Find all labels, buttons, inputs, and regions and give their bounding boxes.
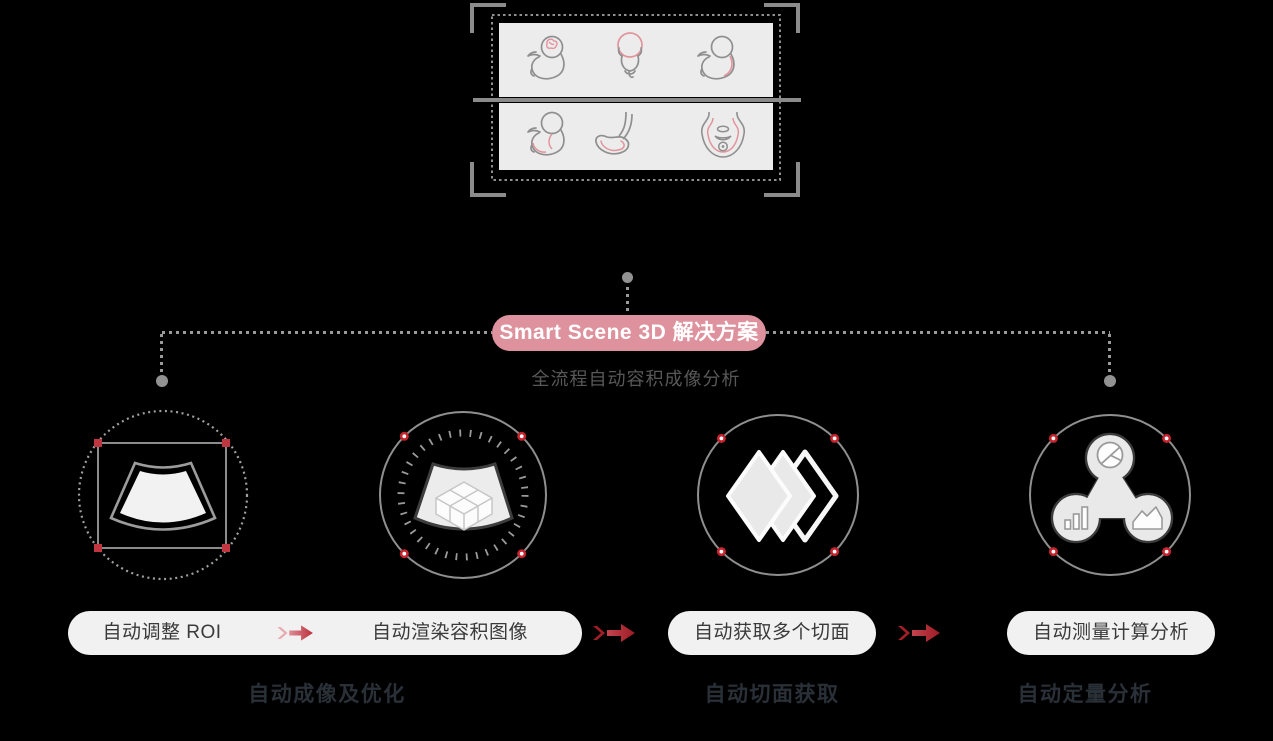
fetus-head-icon	[617, 32, 643, 79]
connector-drop-right	[1108, 334, 1111, 375]
stage-label-slices: 自动切面获取	[704, 683, 840, 706]
connector-dot-top	[622, 272, 633, 283]
dial-ticks	[397, 429, 529, 561]
roi-adjust-icon	[77, 409, 249, 581]
step-pill-measure: 自动测量计算分析	[1007, 611, 1215, 655]
bar-chart-glyph	[1064, 506, 1089, 530]
crop-bracket-top-right	[764, 3, 800, 33]
crop-bracket-top-left	[470, 3, 506, 33]
solution-title-pill: Smart Scene 3D 解决方案	[492, 315, 766, 351]
panel-row-2	[499, 103, 773, 170]
red-markers	[399, 431, 527, 559]
crop-bracket-bottom-right	[764, 162, 800, 197]
connector-line-top	[626, 287, 629, 315]
iso-cubes	[435, 481, 493, 531]
red-markers	[1048, 433, 1172, 557]
connector-line-right	[766, 331, 1110, 334]
red-markers	[716, 433, 840, 557]
area-chart-glyph	[1132, 506, 1163, 530]
dotted-frame	[491, 14, 781, 181]
auto-measure-icon	[1029, 414, 1191, 576]
step-label-roi: 自动调整 ROI	[102, 622, 222, 643]
pelvic-floor-icon	[700, 111, 746, 158]
multi-slice-icon	[697, 414, 859, 576]
connector-dot-left	[156, 375, 168, 387]
step-label-render: 自动渲染容积图像	[371, 622, 528, 643]
step-pill-slices: 自动获取多个切面	[668, 611, 876, 655]
arrow-icon-1	[593, 624, 635, 642]
volume-render-icon	[379, 411, 547, 579]
fetus-brain-icon	[527, 35, 565, 80]
stage-label-imaging: 自动成像及优化	[248, 683, 406, 706]
solution-subtitle: 全流程自动容积成像分析	[531, 369, 741, 389]
step-pill-roi-render: 自动调整 ROI 自动渲染容积图像	[68, 611, 582, 655]
gallbladder-icon	[595, 111, 633, 155]
connector-dot-right	[1104, 375, 1116, 387]
fetus-spine-icon	[697, 35, 735, 80]
arrow-icon-inner	[277, 625, 313, 641]
arrow-icon-2	[898, 624, 940, 642]
roi-corner-handles	[94, 439, 230, 552]
connector-drop-left	[160, 334, 163, 375]
scenarios-box	[470, 3, 801, 197]
connector-line-left	[162, 331, 492, 334]
fetus-abdomen-icon	[527, 111, 565, 156]
stage-label-quantitative: 自动定量分析	[1017, 683, 1153, 706]
pie-chart-glyph	[1096, 441, 1124, 469]
crop-bracket-bottom-left	[470, 162, 506, 197]
